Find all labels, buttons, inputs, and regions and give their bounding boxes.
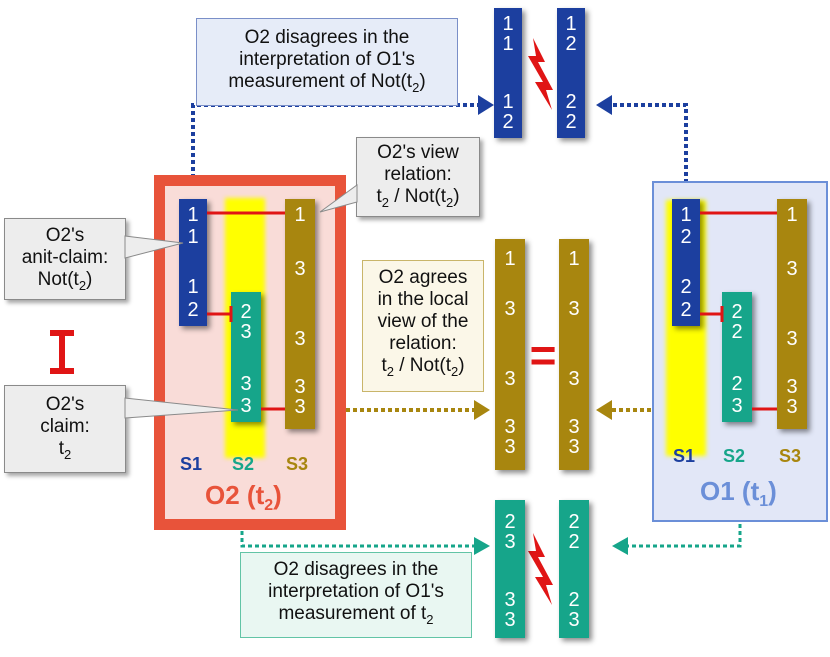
top-lightning-icon [528, 38, 553, 110]
o2-to-bottom-arrow [240, 524, 474, 548]
bottom-lightning-icon [528, 533, 553, 605]
o1-s2-bar: 2 2 2 3 [722, 292, 752, 422]
anti-claim-callout: O2's anit-claim: Not(t2) [4, 218, 126, 300]
claim-callout: O2's claim: t2 [4, 385, 126, 473]
equals-sign: = [529, 329, 557, 381]
o1-s3-label: S3 [779, 446, 802, 466]
view-relation-callout: O2's view relation: t2 / Not(t2) [356, 137, 480, 217]
bottom-disagree-callout: O2 disagrees in the interpretation of O1… [240, 552, 472, 638]
bottom-right-bar: 2 2 2 3 [559, 500, 589, 638]
o1-middle-arrowhead [596, 400, 612, 420]
o1-to-top-arrow [612, 103, 688, 190]
o2-s3-label: S3 [286, 454, 309, 474]
o2-s2-label: S2 [232, 454, 255, 474]
o2-s3-bar: 1 3 3 3 3 [285, 199, 315, 429]
top-disagree-callout: O2 disagrees in the interpretation of O1… [196, 18, 458, 106]
o1-s1-bar: 1 2 2 2 [672, 199, 700, 326]
o2-bottom-arrowhead [474, 537, 490, 555]
top-left-bar: 1 1 1 2 [494, 8, 522, 138]
middle-left-bar: 1 3 3 3 3 [495, 239, 525, 470]
o1-s1-label: S1 [673, 446, 696, 466]
o2-title: O2 (t2) [205, 480, 282, 515]
o2-s1-label: S1 [180, 454, 203, 474]
contradiction-icon [50, 330, 74, 374]
o1-top-arrowhead [596, 95, 612, 115]
o1-to-bottom-arrow [628, 524, 742, 548]
o2-s2-bar: 2 3 3 3 [231, 292, 261, 422]
bottom-left-bar: 2 3 3 3 [495, 500, 525, 638]
o1-title: O1 (t1) [700, 476, 777, 511]
agrees-callout: O2 agrees in the local view of the relat… [362, 260, 484, 392]
o1-s3-bar: 1 3 3 3 3 [777, 199, 807, 429]
top-right-bar: 1 2 2 2 [557, 8, 585, 138]
o2-s1-bar: 1 1 1 2 [179, 199, 207, 326]
o1-bottom-arrowhead [612, 537, 628, 555]
o1-s2-label: S2 [723, 446, 746, 466]
middle-right-bar: 1 3 3 3 3 [559, 239, 589, 470]
o2-middle-arrowhead [474, 400, 490, 420]
o2-top-arrowhead [478, 95, 494, 115]
